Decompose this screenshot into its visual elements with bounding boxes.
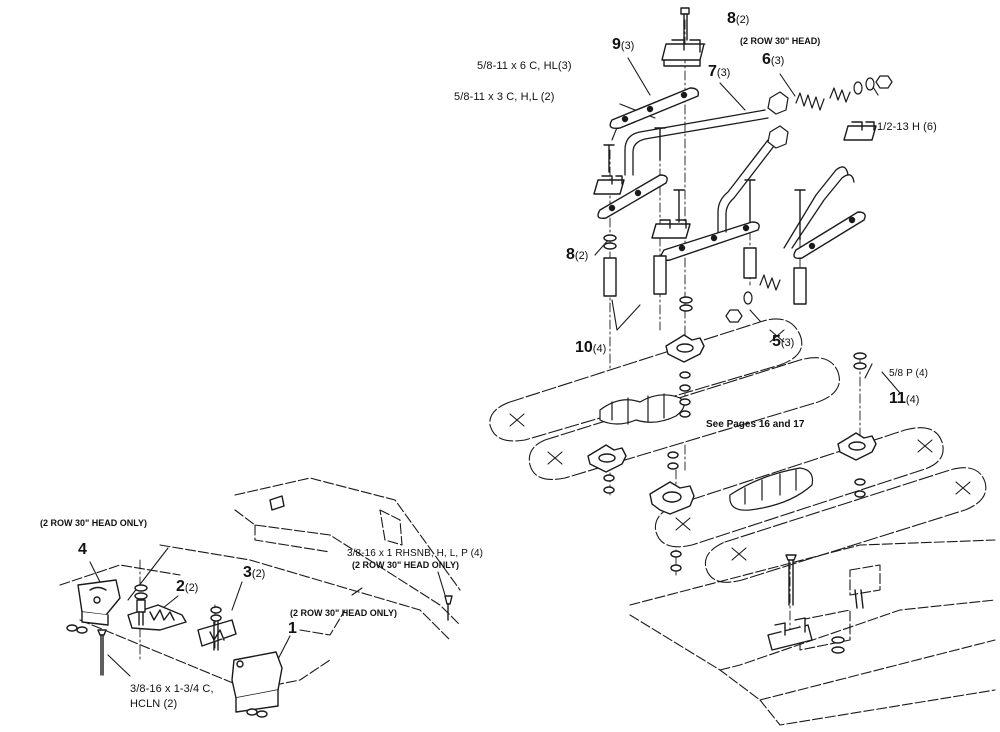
callout-number: 9: [612, 36, 621, 53]
callout-3: 3(2): [243, 564, 265, 583]
callout-quantity: (2): [251, 568, 266, 580]
nut-stacks: [603, 371, 866, 572]
label-see-pages: See Pages 16 and 17: [706, 419, 805, 430]
callout-5: 5(3): [772, 333, 794, 352]
lower-right-hardware: [767, 554, 864, 654]
callout-number: 2: [176, 578, 185, 595]
callout-quantity: (2): [184, 582, 199, 594]
label-head-note-top: (2 ROW 30" HEAD): [740, 36, 821, 46]
label-bolt-6c: 5/8-11 x 6 C, HL(3): [477, 60, 572, 72]
top-straps: [593, 7, 877, 261]
callout-7: 7(3): [708, 63, 730, 82]
callout-2: 2(2): [176, 578, 198, 597]
lower-right-frame: [629, 539, 996, 726]
rods: [624, 109, 855, 249]
callout-8-top: 8(2): [727, 10, 749, 29]
callout-10: 10(4): [575, 339, 606, 358]
callout-number: 7: [708, 63, 717, 80]
label-head-only-mid: (2 ROW 30" HEAD ONLY): [290, 608, 397, 618]
callout-11: 11(4): [889, 390, 919, 409]
callout-quantity: (3): [620, 40, 635, 52]
spacers-and-bolts: [603, 127, 867, 370]
label-rhsnb-line2: (2 ROW 30" HEAD ONLY): [352, 560, 459, 570]
callout-6: 6(3): [762, 51, 784, 70]
callout-9: 9(3): [612, 36, 634, 55]
callout-quantity: (3): [770, 55, 785, 67]
callout-quantity: (3): [716, 67, 731, 79]
callout-quantity: (4): [592, 343, 607, 355]
callout-4: 4: [78, 541, 87, 560]
callout-quantity: (3): [780, 337, 795, 349]
label-bolt-hcln-line1: 3/8-16 x 1-3/4 C,: [130, 683, 214, 695]
lower-left-hardware: [66, 495, 453, 718]
callout-8-left: 8(2): [566, 246, 588, 265]
label-bolt-3c: 5/8-11 x 3 C, H,L (2): [454, 91, 555, 103]
label-rhsnb-line1: 3/8-16 x 1 RHSNB, H, L, P (4): [347, 548, 484, 559]
callout-number: 3: [243, 564, 252, 581]
sprockets: [587, 334, 877, 515]
callout-quantity: (2): [574, 250, 589, 262]
label-bolt-hcln-line2: HCLN (2): [130, 698, 178, 710]
callout-number: 1: [288, 620, 297, 637]
callout-number: 8: [727, 10, 736, 27]
label-head-only-left: (2 ROW 30" HEAD ONLY): [40, 518, 147, 528]
label-nut-half: 1/2-13 H (6): [877, 121, 937, 133]
callout-1: 1: [288, 620, 297, 639]
label-washer-5-8p: 5/8 P (4): [889, 368, 929, 379]
callout-number: 4: [78, 541, 87, 558]
callout-quantity: (4): [905, 394, 920, 406]
callout-quantity: (2): [735, 14, 750, 26]
callout-number: 11: [889, 390, 906, 407]
callout-number: 10: [575, 339, 593, 356]
callout-number: 8: [566, 246, 575, 263]
callout-number: 5: [772, 333, 781, 350]
springs: [725, 75, 893, 323]
chain-links: [599, 393, 814, 511]
callout-number: 6: [762, 51, 771, 68]
